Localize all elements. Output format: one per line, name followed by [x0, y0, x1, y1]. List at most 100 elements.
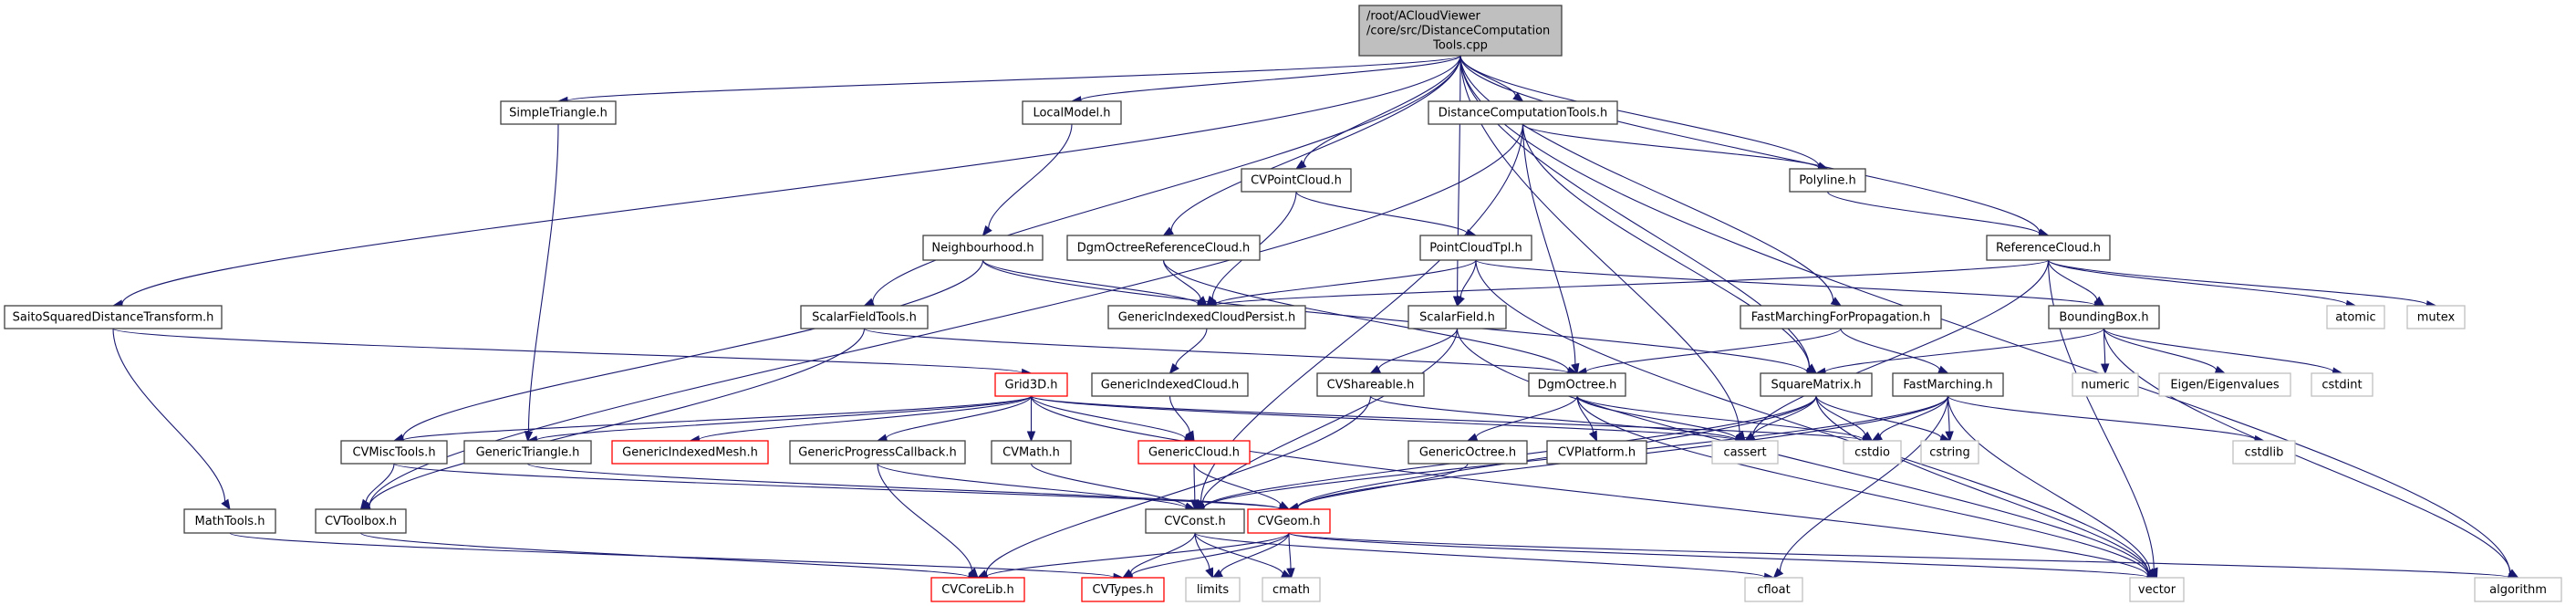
edge-line [982, 259, 1808, 373]
node-label: GenericIndexedCloudPersist.h [1118, 311, 1296, 325]
node-label: ScalarField.h [1419, 311, 1495, 325]
node-grid3-d[interactable]: Grid3D.h [994, 372, 1068, 397]
node-label: cassert [1723, 446, 1766, 460]
node-point-cloud-tpl[interactable]: PointCloudTpl.h [1419, 235, 1532, 261]
node-box [1066, 235, 1261, 261]
arrowhead-icon [1772, 568, 1784, 579]
node-square-matrix[interactable]: SquareMatrix.h [1760, 372, 1873, 397]
node-label: Eigen/Eigenvalues [2170, 379, 2280, 392]
edge-line [1456, 328, 2149, 575]
arrowhead-icon [1278, 501, 1291, 510]
edge-grid3-d-to-cvmath [1026, 395, 1036, 443]
node-generic-triangle[interactable]: GenericTriangle.h [463, 440, 592, 465]
node-cstring: cstring [1920, 440, 1979, 465]
node-label: cstdlib [2245, 446, 2284, 460]
arrowhead-icon [1937, 365, 1949, 374]
edge-fast-marching-to-vector [1947, 395, 2158, 579]
node-box [1419, 235, 1532, 261]
node-cvmisc-tools[interactable]: CVMiscTools.h [340, 440, 448, 465]
node-generic-indexed-cloud-persist[interactable]: GenericIndexedCloudPersist.h [1107, 305, 1306, 329]
edge-line [2103, 328, 2511, 573]
node-label: DgmOctree.h [1538, 379, 1617, 392]
edge-line [1193, 463, 1196, 501]
edge-root-to-scalar-field-tools [863, 55, 1461, 307]
node-scalar-field-tools[interactable]: ScalarFieldTools.h [800, 305, 929, 329]
node-local-model[interactable]: LocalModel.h [1022, 100, 1122, 125]
edge-line [112, 328, 226, 502]
node-dgm-octree[interactable]: DgmOctree.h [1528, 372, 1626, 397]
node-bounding-box[interactable]: BoundingBox.h [2048, 305, 2160, 329]
node-cvtoolbox[interactable]: CVToolbox.h [315, 508, 407, 534]
edge-grid3-d-to-cassert [1030, 395, 1747, 445]
node-cvcore-lib[interactable]: CVCoreLib.h [930, 577, 1025, 602]
node-polyline[interactable]: Polyline.h [1789, 168, 1866, 193]
node-fast-marching[interactable]: FastMarching.h [1892, 372, 2004, 397]
node-generic-indexed-mesh[interactable]: GenericIndexedMesh.h [611, 440, 769, 465]
node-generic-octree[interactable]: GenericOctree.h [1407, 440, 1528, 465]
edge-dgm-octree-to-generic-octree [1466, 395, 1578, 442]
edge-line [1220, 532, 1290, 574]
node-box [1137, 440, 1251, 465]
edge-line [112, 328, 1023, 374]
edge-saito-squared-distance-transform-to-math-tools [112, 328, 231, 511]
node-label: mutex [2417, 311, 2456, 325]
node-label: CVPlatform.h [1558, 446, 1636, 460]
node-label: CVToolbox.h [325, 515, 397, 528]
edge-line [1129, 532, 1196, 573]
node-box [2129, 577, 2185, 602]
arrowhead-icon [1862, 431, 1874, 442]
node-simple-triangle[interactable]: SimpleTriangle.h [500, 100, 617, 125]
node-neighbourhood[interactable]: Neighbourhood.h [922, 235, 1044, 261]
edge-line [2103, 328, 2218, 371]
node-cvgeom[interactable]: CVGeom.h [1247, 508, 1331, 534]
edge-line [402, 259, 984, 439]
node-saito-squared-distance-transform[interactable]: SaitoSquaredDistanceTransform.h [4, 305, 223, 329]
node-cvpoint-cloud[interactable]: CVPointCloud.h [1241, 168, 1352, 193]
edge-line [526, 463, 1281, 509]
node-label: algorithm [2489, 583, 2547, 597]
arrowhead-icon [1190, 499, 1200, 511]
node-box [315, 508, 407, 534]
node-box [1407, 440, 1528, 465]
node-box [2311, 372, 2373, 397]
edge-line [1162, 259, 1569, 371]
nodes-layer: /root/ACloudViewer/core/src/DistanceComp… [4, 5, 2562, 602]
edge-cvconst-to-limits [1194, 532, 1214, 580]
node-label: CVShareable.h [1327, 379, 1415, 392]
node-fast-marching-for-propagation[interactable]: FastMarchingForPropagation.h [1740, 305, 1942, 329]
edge-reference-cloud-to-cassert [1743, 259, 2050, 442]
edge-neighbourhood-to-generic-indexed-cloud-persist [982, 259, 1209, 308]
edge-point-cloud-tpl-to-scalar-field [1456, 259, 1477, 308]
node-generic-indexed-cloud[interactable]: GenericIndexedCloud.h [1091, 372, 1249, 397]
node-label: /core/src/DistanceComputation [1366, 25, 1550, 38]
node-cvmath[interactable]: CVMath.h [991, 440, 1072, 465]
node-cvconst[interactable]: CVConst.h [1145, 508, 1245, 534]
node-scalar-field[interactable]: ScalarField.h [1407, 305, 1507, 329]
node-box [2048, 305, 2160, 329]
edge-polyline-to-reference-cloud [1826, 191, 2050, 238]
node-distance-computation-tools[interactable]: DistanceComputationTools.h [1428, 100, 1618, 125]
edge-line [1080, 55, 1461, 101]
node-cvshareable[interactable]: CVShareable.h [1316, 372, 1425, 397]
node-generic-progress-callback[interactable]: GenericProgressCallback.h [789, 440, 966, 465]
edge-line [1585, 328, 1842, 372]
edge-line [1751, 395, 1817, 436]
edge-line [1840, 328, 1940, 371]
node-box [1740, 305, 1942, 329]
node-cstdint: cstdint [2311, 372, 2373, 397]
edge-line [1194, 532, 1210, 569]
arrowhead-icon [1588, 430, 1598, 443]
arrowhead-icon [1830, 297, 1843, 307]
node-label: Grid3D.h [1005, 379, 1058, 392]
edge-line [1215, 259, 1477, 305]
node-generic-cloud[interactable]: GenericCloud.h [1137, 440, 1251, 465]
node-math-tools[interactable]: MathTools.h [183, 508, 276, 534]
node-cvplatform[interactable]: CVPlatform.h [1546, 440, 1647, 465]
node-label: cfloat [1757, 583, 1790, 597]
edge-bounding-box-to-square-matrix [1814, 328, 2105, 377]
node-cvtypes[interactable]: CVTypes.h [1081, 577, 1165, 602]
edges-layer [111, 55, 2519, 582]
node-mutex: mutex [2406, 305, 2466, 329]
node-dgm-octree-reference-cloud[interactable]: DgmOctreeReferenceCloud.h [1066, 235, 1261, 261]
node-reference-cloud[interactable]: ReferenceCloud.h [1986, 235, 2111, 261]
